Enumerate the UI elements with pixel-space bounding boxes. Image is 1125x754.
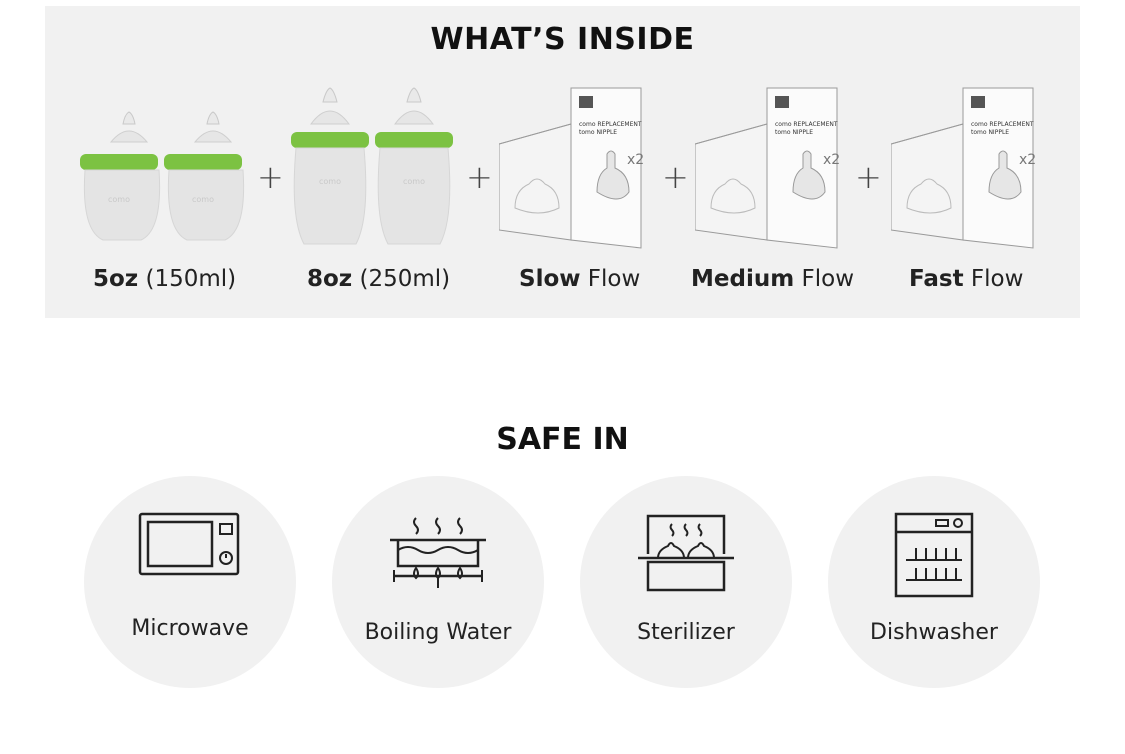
safe-sterilizer: Sterilizer [580,476,792,688]
svg-text:x2: x2 [627,152,644,168]
safe-dishwasher: Dishwasher [828,476,1040,688]
item-medium-flow-caption: Medium Flow [691,266,855,292]
safe-microwave: Microwave [84,476,296,688]
svg-text:tomo NIPPLE: tomo NIPPLE [579,129,617,136]
svg-text:como REPLACEMENT: como REPLACEMENT [579,121,642,128]
boiling-water-label: Boiling Water [364,620,512,645]
plus-sign: + [466,158,493,196]
microwave-label: Microwave [131,616,249,641]
item-5oz: como 5oz (150ml) [75,84,275,314]
microwave-icon [138,512,240,576]
item-8oz-caption: 8oz (250ml) [307,266,451,292]
plus-sign: + [662,158,689,196]
svg-text:como: como [108,195,130,204]
item-8oz: como 8oz (250ml) [289,84,469,314]
small-bottle-pair-icon: como [80,111,245,241]
dishwasher-label: Dishwasher [870,620,998,645]
safe-boiling-water: Boiling Water [332,476,544,688]
plus-sign: + [855,158,882,196]
plus-sign: + [257,158,284,196]
sterilizer-icon [638,514,734,592]
whats-inside-title: WHAT’S INSIDE [430,22,695,57]
item-slow-flow-caption: Slow Flow [519,266,641,292]
whats-inside-panel: WHAT’S INSIDE como 5oz (150ml) + como [45,6,1080,318]
dishwasher-icon [894,512,974,598]
item-medium-flow: Medium Flow [691,84,895,314]
safe-in-title: SAFE IN [496,422,629,457]
svg-text:como: como [319,177,341,186]
nipple-pack-icon: como REPLACEMENT tomo NIPPLE x2 [499,87,644,249]
sterilizer-label: Sterilizer [637,620,735,645]
item-fast-flow: Fast Flow [891,84,1071,314]
large-bottle-pair-icon: como [291,87,454,245]
item-slow-flow: como REPLACEMENT tomo NIPPLE x2 Slow Flo… [499,84,669,314]
nipple-pack-icon [695,87,841,249]
item-5oz-caption: 5oz (150ml) [93,266,237,292]
boiling-water-icon [390,517,486,588]
nipple-pack-icon [891,87,1037,249]
item-fast-flow-caption: Fast Flow [909,266,1024,292]
